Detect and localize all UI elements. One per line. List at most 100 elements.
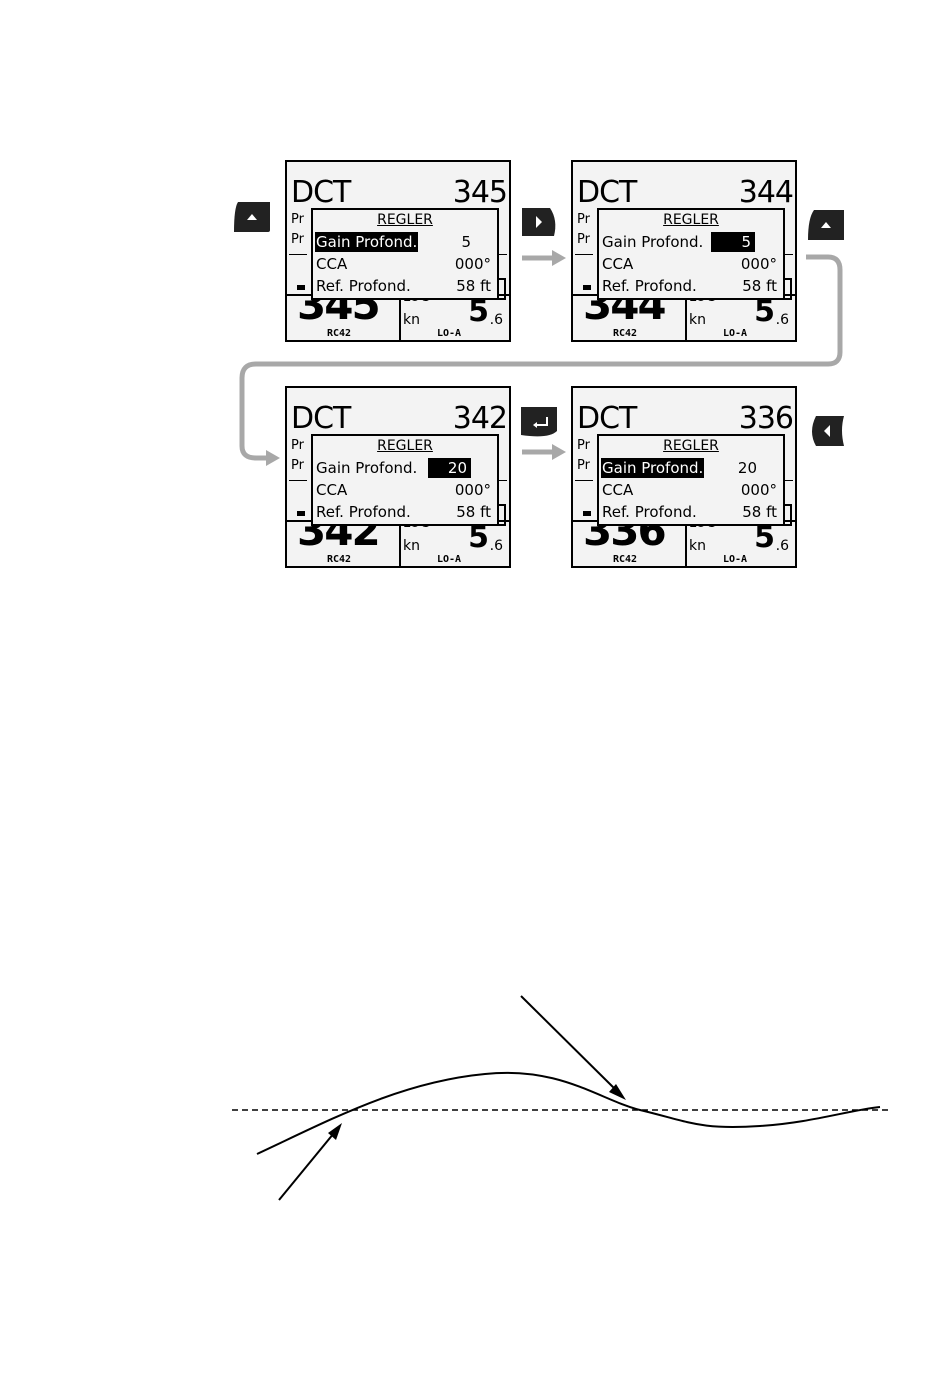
log-label: LOG: [689, 297, 716, 304]
menu-row-cca[interactable]: CCA 000°: [315, 254, 493, 274]
flow-loop-connector: [239, 254, 843, 461]
track-diagram: [232, 995, 892, 1201]
menu-row-value: 58 ft: [456, 503, 491, 521]
rc-label: RC42: [327, 554, 352, 565]
right-arrow-key-icon[interactable]: [520, 206, 560, 240]
lcd-screen-1: DCT 345 Pr Pr 345 LOG kn 5 .6 RC42 LO-A …: [285, 160, 511, 342]
menu-title: REGLER: [377, 438, 433, 454]
menu-row-value: 20: [737, 459, 757, 477]
menu-row-label: Gain Profond.: [602, 233, 704, 251]
menu-row-value: 000°: [740, 481, 777, 499]
menu-row-gain[interactable]: Gain Profond. 5: [601, 232, 779, 252]
menu-row-value: 5: [461, 233, 471, 251]
speed-value: 5: [754, 294, 775, 329]
menu-row-gain[interactable]: Gain Profond. 20: [315, 458, 493, 478]
menu-row-label: Ref. Profond.: [602, 277, 697, 295]
course-value: 345: [297, 280, 379, 329]
menu-row-value: 58 ft: [456, 277, 491, 295]
menu-row-gain[interactable]: Gain Profond. 5: [315, 232, 493, 252]
regler-menu: REGLER Gain Profond. 5 CCA 000° Ref. Pro…: [597, 208, 785, 300]
pointer-arrow-upper: [520, 995, 619, 1093]
menu-row-label: Ref. Profond.: [316, 503, 411, 521]
divider: [781, 254, 793, 255]
bracket-mark: [497, 504, 506, 526]
divider: [575, 480, 593, 481]
lcd-screen-3: DCT 342 Pr Pr 342 LOG kn 5 .6 RC42 LO-A …: [285, 386, 511, 568]
bracket-mark: [497, 278, 506, 300]
log-label: LOG: [689, 523, 716, 530]
arrowhead: [328, 1123, 342, 1140]
up-arrow-key-icon[interactable]: [232, 200, 272, 234]
menu-row-ref[interactable]: Ref. Profond. 58 ft: [315, 502, 493, 522]
menu-row-label: Gain Profond.: [601, 458, 705, 478]
kn-label: kn: [403, 538, 420, 554]
menu-title: REGLER: [377, 212, 433, 228]
divider: [781, 480, 793, 481]
pointer-arrow-lower: [278, 1132, 335, 1201]
menu-row-value: 20: [427, 458, 471, 478]
dct-label: DCT: [577, 175, 637, 210]
regler-menu: REGLER Gain Profond. 5 CCA 000° Ref. Pro…: [311, 208, 499, 300]
pr-label: Pr: [577, 232, 590, 247]
pr-label: Pr: [291, 232, 304, 247]
regler-menu: REGLER Gain Profond. 20 CCA 000° Ref. Pr…: [311, 434, 499, 526]
menu-row-label: Ref. Profond.: [602, 503, 697, 521]
divider: [575, 254, 593, 255]
pr-label: Pr: [291, 438, 304, 453]
menu-row-label: Ref. Profond.: [316, 277, 411, 295]
divider: [289, 254, 307, 255]
lcd-screen-4: DCT 336 Pr Pr 336 LOG kn 5 .6 RC42 LO-A …: [571, 386, 797, 568]
kn-label: kn: [689, 538, 706, 554]
menu-row-label: CCA: [316, 481, 348, 499]
pr-label: Pr: [291, 458, 304, 473]
rc-label: RC42: [613, 554, 638, 565]
rc-label: RC42: [613, 328, 638, 339]
menu-row-cca[interactable]: CCA 000°: [315, 480, 493, 500]
regler-menu: REGLER Gain Profond. 20 CCA 000° Ref. Pr…: [597, 434, 785, 526]
menu-row-label: Gain Profond.: [315, 232, 419, 252]
dct-label: DCT: [291, 175, 351, 210]
enter-key-icon[interactable]: [519, 405, 559, 439]
menu-row-cca[interactable]: CCA 000°: [601, 254, 779, 274]
speed-decimal: .6: [775, 538, 789, 554]
menu-row-gain[interactable]: Gain Profond. 20: [601, 458, 779, 478]
vessel-track: [256, 1071, 881, 1155]
speed-value: 5: [468, 520, 489, 555]
menu-row-ref[interactable]: Ref. Profond. 58 ft: [315, 276, 493, 296]
pr-label: Pr: [577, 438, 590, 453]
dct-label: DCT: [291, 401, 351, 436]
menu-row-value: 000°: [454, 481, 491, 499]
bracket-mark: [783, 278, 792, 300]
dash-mark: [297, 511, 305, 516]
divider: [399, 524, 401, 566]
course-value: 342: [297, 506, 379, 555]
left-arrow-key-icon[interactable]: [806, 414, 846, 448]
menu-row-ref[interactable]: Ref. Profond. 58 ft: [601, 502, 779, 522]
speed-value: 5: [468, 294, 489, 329]
lo-label: LO-A: [723, 554, 748, 565]
up-arrow-key-icon[interactable]: [806, 208, 846, 242]
menu-row-ref[interactable]: Ref. Profond. 58 ft: [601, 276, 779, 296]
speed-decimal: .6: [775, 312, 789, 328]
menu-row-label: CCA: [602, 255, 634, 273]
dct-label: DCT: [577, 401, 637, 436]
heading-value: 345: [452, 175, 508, 210]
dash-mark: [583, 285, 591, 290]
speed-decimal: .6: [489, 538, 503, 554]
menu-row-value: 58 ft: [742, 503, 777, 521]
lo-label: LO-A: [437, 328, 462, 339]
heading-value: 336: [738, 401, 794, 436]
menu-row-label: CCA: [316, 255, 348, 273]
divider: [289, 480, 307, 481]
menu-row-cca[interactable]: CCA 000°: [601, 480, 779, 500]
speed-decimal: .6: [489, 312, 503, 328]
pr-label: Pr: [577, 212, 590, 227]
pr-label: Pr: [291, 212, 304, 227]
lo-label: LO-A: [723, 328, 748, 339]
lcd-screen-2: DCT 344 Pr Pr 344 LOG kn 5 .6 RC42 LO-A …: [571, 160, 797, 342]
bracket-mark: [783, 504, 792, 526]
heading-value: 344: [738, 175, 794, 210]
menu-row-value: 5: [711, 232, 755, 252]
menu-row-value: 000°: [740, 255, 777, 273]
course-value: 344: [583, 280, 665, 329]
